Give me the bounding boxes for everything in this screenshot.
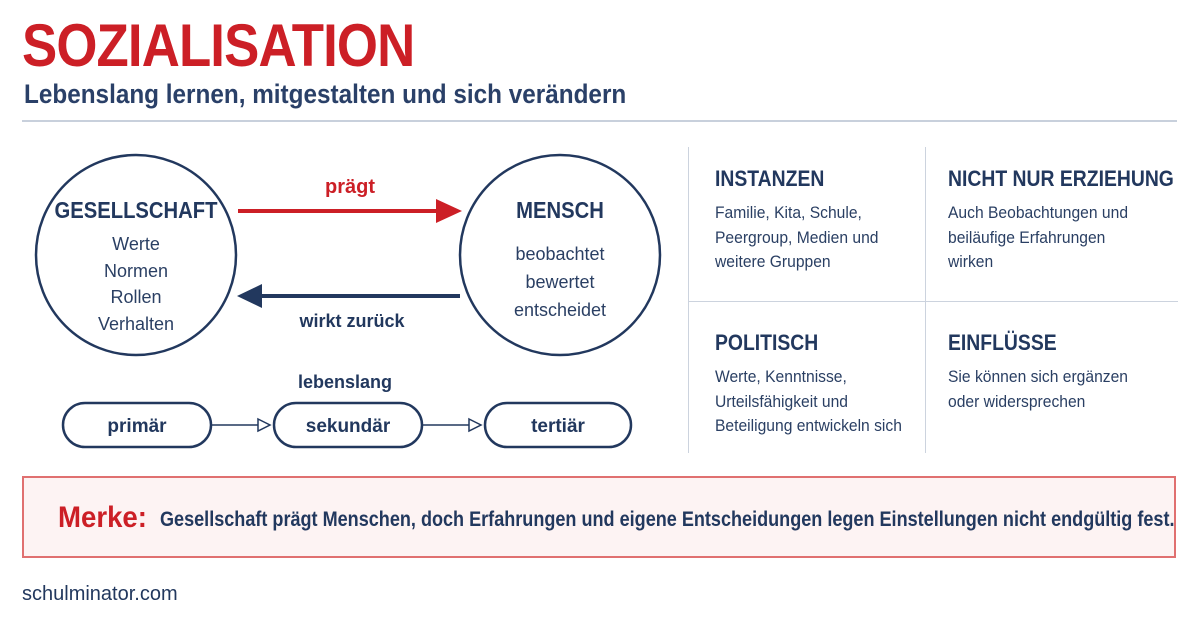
cell-title: POLITISCH xyxy=(715,330,819,355)
cell-line: weitere Gruppen xyxy=(715,252,831,271)
cell-line: beiläufige Erfahrungen xyxy=(948,227,1106,247)
person-item: beobachtet xyxy=(515,244,604,264)
arrow-forward-head xyxy=(436,199,462,223)
info-grid: INSTANZEN Familie, Kita, Schule, Peergro… xyxy=(688,147,1178,453)
cell-line: Urteilsfähigkeit und xyxy=(715,391,849,411)
society-item: Werte xyxy=(112,234,160,254)
cell-line: Werte, Kenntnisse, xyxy=(715,367,847,386)
grid-divider xyxy=(688,147,689,453)
cell-instanzen: INSTANZEN Familie, Kita, Schule, Peergro… xyxy=(715,165,935,275)
cell-line: oder widersprechen xyxy=(948,391,1086,411)
socialization-diagram: GESELLSCHAFT Werte Normen Rollen Verhalt… xyxy=(34,153,662,449)
arrow-back-head xyxy=(237,284,262,308)
merke-text: Gesellschaft prägt Menschen, doch Erfahr… xyxy=(160,508,1175,531)
stage-pill-primary xyxy=(61,401,213,449)
page-subtitle: Lebenslang lernen, mitgestalten und sich… xyxy=(24,79,627,109)
society-item: Normen xyxy=(104,261,168,281)
merke-label: Merke: xyxy=(58,501,147,534)
cell-title: EINFLÜSSE xyxy=(948,330,1057,355)
stage-connector-head xyxy=(468,417,483,433)
merke-box: Merke: Gesellschaft prägt Menschen, doch… xyxy=(22,476,1176,558)
cell-text: Sie können sich ergänzen oder widersprec… xyxy=(948,365,1150,414)
person-circle xyxy=(458,153,662,357)
cell-nicht-nur-erziehung: NICHT NUR ERZIEHUNG Auch Beobachtungen u… xyxy=(948,165,1174,275)
cell-einfluesse: EINFLÜSSE Sie können sich ergänzen oder … xyxy=(948,329,1168,414)
stage-label: primär xyxy=(107,416,167,437)
header-divider xyxy=(22,120,1177,122)
stage-label: tertiär xyxy=(531,416,585,437)
cell-line: Sie können sich ergänzen xyxy=(948,367,1128,386)
cell-line: Familie, Kita, Schule, xyxy=(715,203,862,222)
society-circle xyxy=(34,153,238,357)
stage-label: sekundär xyxy=(306,416,391,437)
footer-site: schulminator.com xyxy=(22,583,178,605)
stage-pill-tertiary xyxy=(483,401,633,449)
cell-politisch: POLITISCH Werte, Kenntnisse, Urteilsfähi… xyxy=(715,329,935,439)
cell-line: Beteiligung entwickeln sich xyxy=(715,416,902,435)
cell-title: NICHT NUR ERZIEHUNG xyxy=(948,166,1174,191)
stages-label: lebenslang xyxy=(298,372,392,392)
arrow-back-label: wirkt zurück xyxy=(298,311,405,331)
society-item: Rollen xyxy=(110,287,161,307)
cell-line: Peergroup, Medien und xyxy=(715,227,879,247)
cell-title: INSTANZEN xyxy=(715,166,825,191)
person-item: bewertet xyxy=(525,272,594,292)
arrow-forward-label: prägt xyxy=(325,176,375,198)
cell-line: wirken xyxy=(948,252,994,271)
grid-divider xyxy=(925,147,926,453)
cell-line: Auch Beobachtungen und xyxy=(948,203,1129,222)
grid-divider xyxy=(688,301,1178,302)
stage-connector-head xyxy=(257,417,272,433)
person-title: MENSCH xyxy=(516,197,604,224)
society-title: GESELLSCHAFT xyxy=(54,197,217,224)
cell-text: Werte, Kenntnisse, Urteilsfähigkeit und … xyxy=(715,365,917,439)
page-title: SOZIALISATION xyxy=(22,12,415,79)
person-item: entscheidet xyxy=(514,300,606,320)
cell-text: Auch Beobachtungen und beiläufige Erfahr… xyxy=(948,201,1150,275)
society-item: Verhalten xyxy=(98,314,174,334)
stage-pill-secondary xyxy=(272,401,424,449)
cell-text: Familie, Kita, Schule, Peergroup, Medien… xyxy=(715,201,917,275)
